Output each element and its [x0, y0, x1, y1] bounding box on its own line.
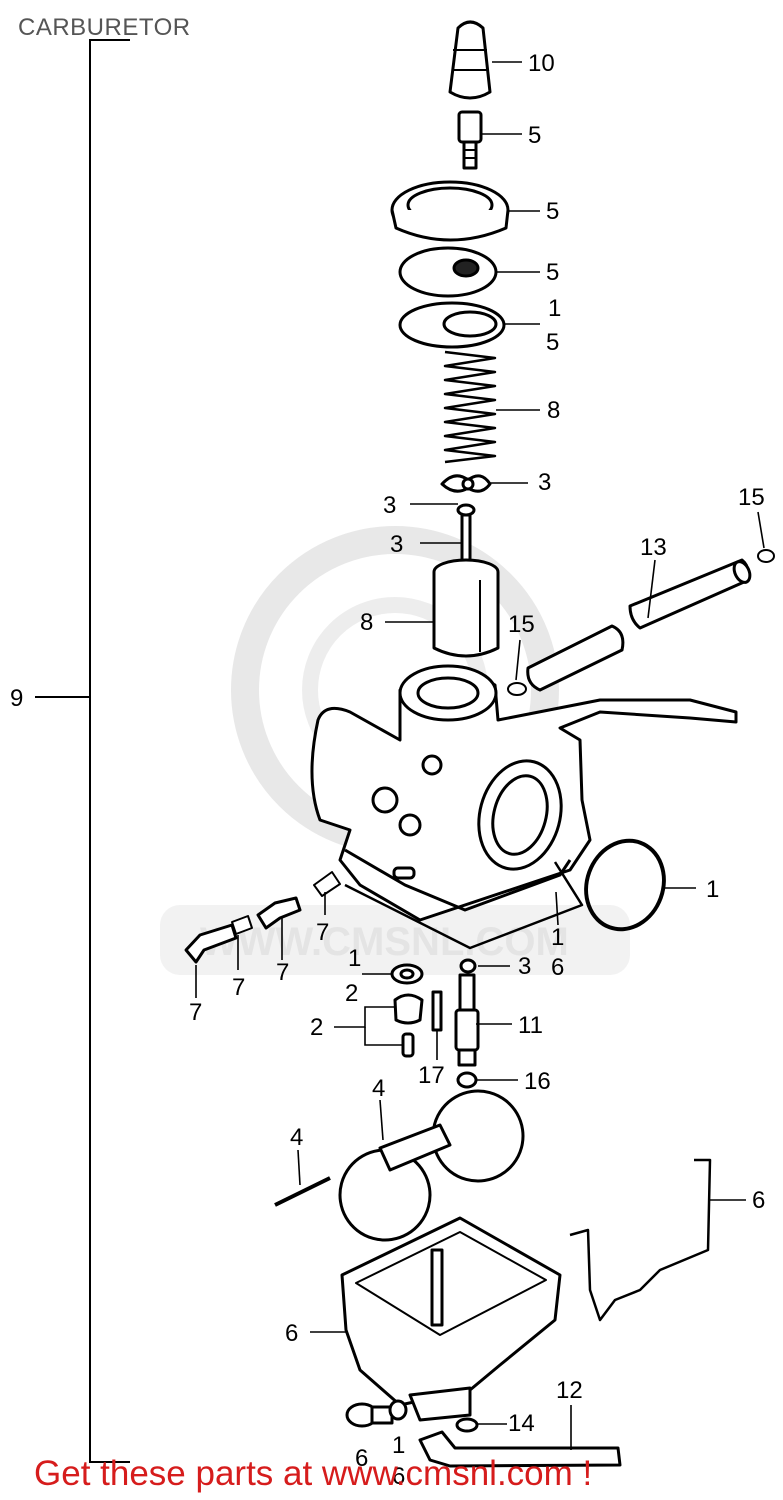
callout-7: 7: [232, 974, 245, 1001]
carburetor-body-part: [310, 664, 738, 922]
overflow-pipe-part: [569, 1158, 712, 1322]
callout-6: 6: [355, 1445, 368, 1472]
needle-clip-part: [440, 474, 492, 493]
callout-3: 3: [518, 953, 531, 980]
callout-5: 5: [528, 122, 541, 149]
callout-12: 12: [556, 1377, 583, 1404]
float-bowl-part: [340, 1216, 562, 1422]
assembly-bracket: [35, 39, 130, 1463]
callout-5: 5: [546, 329, 559, 356]
callout-7: 7: [316, 919, 329, 946]
callout-7: 7: [276, 959, 289, 986]
drain-screw-part: [345, 1399, 622, 1468]
callout-13: 13: [640, 534, 667, 561]
callout-16: 16: [524, 1068, 551, 1095]
washer-part: [390, 958, 477, 985]
callout-8: 8: [547, 397, 560, 424]
callout-15: 15: [738, 484, 765, 511]
callout-1: 1: [548, 295, 561, 322]
callout-3: 3: [383, 492, 396, 519]
callout-10: 10: [528, 50, 555, 77]
rubber-cap-part: [448, 20, 492, 100]
watermark-text: WWW.CMSNL.COM: [200, 920, 569, 964]
page-title: CARBURETOR: [18, 14, 191, 41]
callout-14: 14: [508, 1410, 535, 1437]
callout-8: 8: [360, 609, 373, 636]
promo-banner[interactable]: Get these parts at www.cmsnl.com !: [34, 1454, 593, 1493]
callout-9: 9: [10, 685, 23, 712]
throttle-spring-part: [443, 350, 497, 464]
callout-1: 1: [348, 945, 361, 972]
jet-washer-part: [456, 1071, 478, 1089]
float-bowl-gasket-part: [344, 861, 584, 950]
needle-jet-holder-part: [454, 973, 480, 1067]
breather-tube-part: [507, 549, 775, 696]
callout-3: 3: [390, 531, 403, 558]
callout-4: 4: [290, 1124, 303, 1151]
top-cap-part: [398, 246, 498, 298]
float-part: [274, 1089, 525, 1242]
callout-5: 5: [546, 259, 559, 286]
callout-2: 2: [345, 980, 358, 1007]
callout-15: 15: [508, 611, 535, 638]
callout-17: 17: [418, 1062, 445, 1089]
o-ring-part: [584, 838, 666, 932]
callout-6: 6: [392, 1463, 405, 1490]
callout-5: 5: [546, 198, 559, 225]
ring-cap-part: [390, 180, 510, 242]
callout-6: 6: [285, 1320, 298, 1347]
callout-3: 3: [538, 469, 551, 496]
cap-gasket-part: [398, 301, 506, 349]
callout-1: 1: [706, 876, 719, 903]
callout-2: 2: [310, 1014, 323, 1041]
callout-4: 4: [372, 1075, 385, 1102]
callout-1: 1: [551, 924, 564, 951]
cable-adjuster-part: [457, 110, 483, 170]
callout-1: 1: [392, 1432, 405, 1459]
callout-7: 7: [189, 999, 202, 1026]
callout-6: 6: [752, 1187, 765, 1214]
callout-labels: 10 5 5 5 1 5 8 3 3 3 15 13 8 15 9 1 1 6 …: [10, 50, 765, 1490]
throttle-valve-part: [432, 558, 500, 658]
pilot-jet-part: [431, 990, 443, 1032]
main-jet-part: [393, 993, 424, 1058]
pilot-screw-part: [184, 871, 341, 964]
callout-6: 6: [551, 954, 564, 981]
callout-11: 11: [518, 1012, 543, 1039]
leader-lines: [195, 61, 765, 1450]
